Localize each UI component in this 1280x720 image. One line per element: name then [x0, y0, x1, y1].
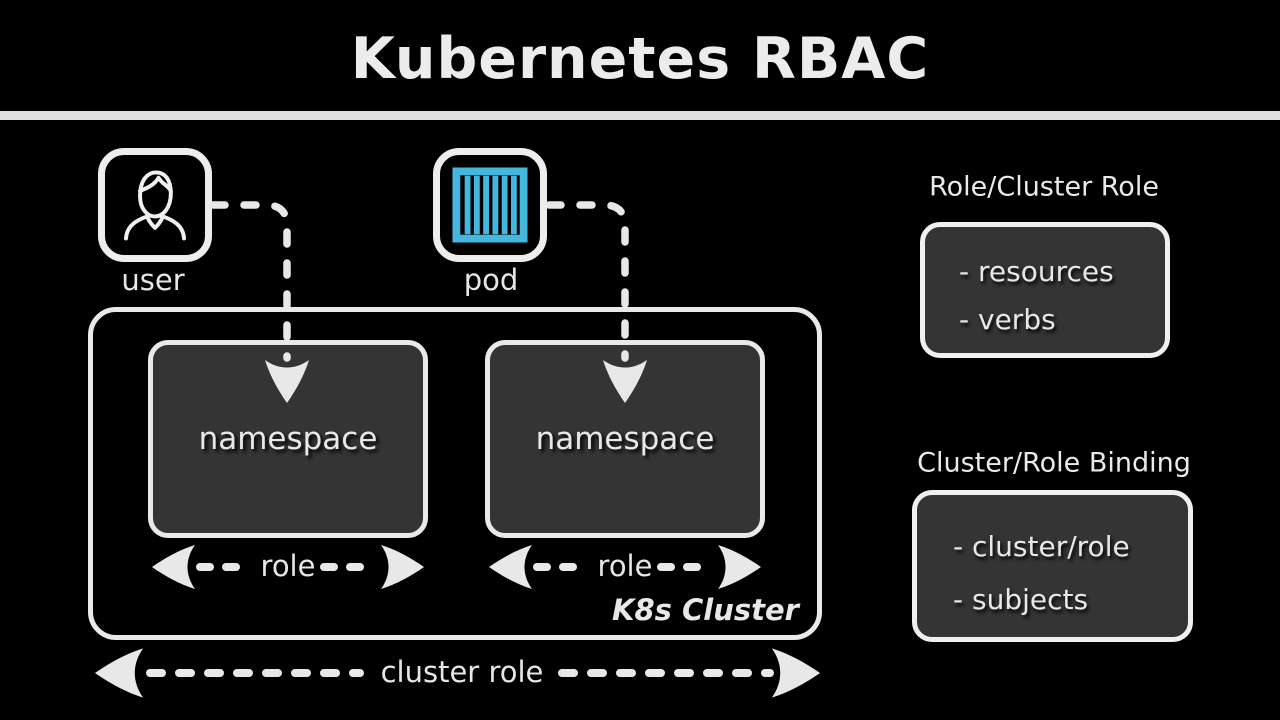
namespace-label-1: namespace: [198, 421, 378, 457]
pod-icon-box: [433, 148, 547, 262]
binding-section-box: - cluster/role - subjects: [912, 490, 1193, 642]
role-section-box: - resources - verbs: [920, 222, 1170, 358]
binding-section-item: - cluster/role: [953, 530, 1130, 563]
page-title: Kubernetes RBAC: [350, 26, 930, 92]
namespace-box-1: namespace: [148, 340, 428, 538]
role-section-heading: Role/Cluster Role: [929, 171, 1159, 203]
k8s-cluster-label: K8s Cluster: [612, 593, 799, 627]
user-icon-box: [98, 148, 212, 262]
role-label-2: role: [597, 549, 653, 583]
cluster-role-arrowhead-right: [771, 648, 820, 698]
container-icon: [452, 167, 528, 243]
title-divider: [0, 111, 1280, 120]
k8s-cluster-box: K8s Cluster: [88, 307, 822, 640]
binding-section-heading: Cluster/Role Binding: [917, 447, 1191, 479]
user-label: user: [121, 263, 185, 297]
role-section-item: - verbs: [959, 302, 1056, 336]
cluster-role-arrowhead-left: [95, 648, 144, 698]
role-section-item: - resources: [959, 254, 1114, 288]
pod-label: pod: [463, 263, 519, 297]
namespace-box-2: namespace: [485, 340, 765, 538]
role-label-1: role: [260, 549, 316, 583]
cluster-role-label: cluster role: [380, 655, 544, 689]
binding-section-item: - subjects: [953, 583, 1089, 616]
person-icon: [123, 170, 187, 241]
namespace-label-2: namespace: [535, 421, 715, 457]
